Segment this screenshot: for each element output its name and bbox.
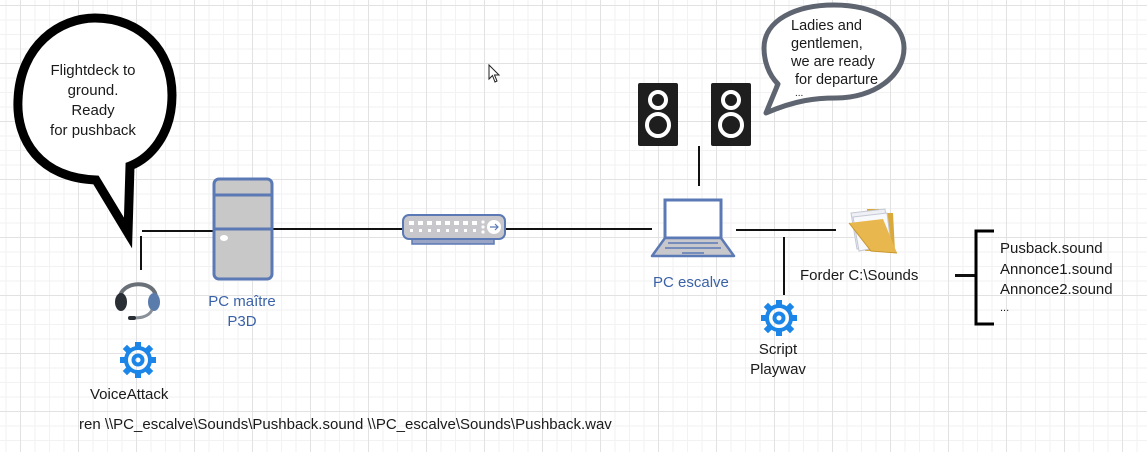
bubble-right-line: for departure [791,72,879,88]
script-label-line: Playwav [750,361,806,378]
file-list-bracket [974,229,994,326]
network-switch-icon[interactable] [402,213,506,247]
pc-master-label: PC maître P3D [190,292,294,332]
voiceattack-label: VoiceAttack [90,386,169,403]
file-list-item: Annonce1.sound [1000,260,1113,278]
connector-script-vertical [783,237,785,295]
headset-icon[interactable] [112,272,164,326]
file-list-item: Annonce2.sound [1000,281,1113,298]
laptop-icon[interactable] [650,197,736,259]
speaker-icon-right[interactable] [711,83,751,146]
pc-master-label-line: PC maître [208,293,276,310]
mouse-cursor-icon [488,63,501,83]
bubble-left-line: Ready [71,102,115,119]
bubble-right-line: we are ready [791,54,875,70]
voiceattack-gear-icon[interactable] [118,340,158,380]
speech-bubble-right-text: Ladies and gentlemen, we are ready for d… [791,17,878,99]
script-label: Script Playwav [738,340,818,380]
server-tower-icon[interactable] [212,177,276,281]
connector-folder-to-list [955,274,975,277]
bubble-right-line: gentlemen, [791,36,863,52]
file-list-item: Pusback.sound [1000,240,1103,257]
bubble-right-line: Ladies and [791,18,862,34]
script-label-line: Script [758,341,798,358]
file-list-item: ... [1000,301,1010,314]
bubble-left-line: for pushback [50,122,136,139]
speech-bubble-left-text: Flightdeck to ground. Ready for pushback [30,61,156,141]
pc-slave-label: PC escalve [653,274,729,291]
bubble-right-line: ... [795,88,804,99]
connector-switch-to-pc-slave [504,228,652,230]
script-gear-icon[interactable] [759,298,799,338]
bubble-left-line: ground. [67,82,119,99]
pc-master-label-line: P3D [227,313,257,330]
rename-command-text: ren \\PC_escalve\Sounds\Pushback.sound \… [79,416,612,433]
speech-bubble-left [13,13,177,249]
speech-bubble-right [761,2,907,116]
connector-speakers-to-pc-slave [698,146,700,186]
file-list: Pusback.sound Annonce1.sound Annonce2.so… [1000,239,1113,315]
folder-icon[interactable] [845,203,901,255]
connector-headset-vertical [140,236,142,270]
connector-headset-to-pc-master [142,230,216,232]
folder-label: Forder C:\Sounds [800,267,919,284]
connector-pc-slave-to-folder [736,229,836,231]
connector-pc-master-to-switch [273,228,405,230]
bubble-left-line: Flightdeck to [50,62,136,79]
speaker-icon-left[interactable] [638,83,678,146]
